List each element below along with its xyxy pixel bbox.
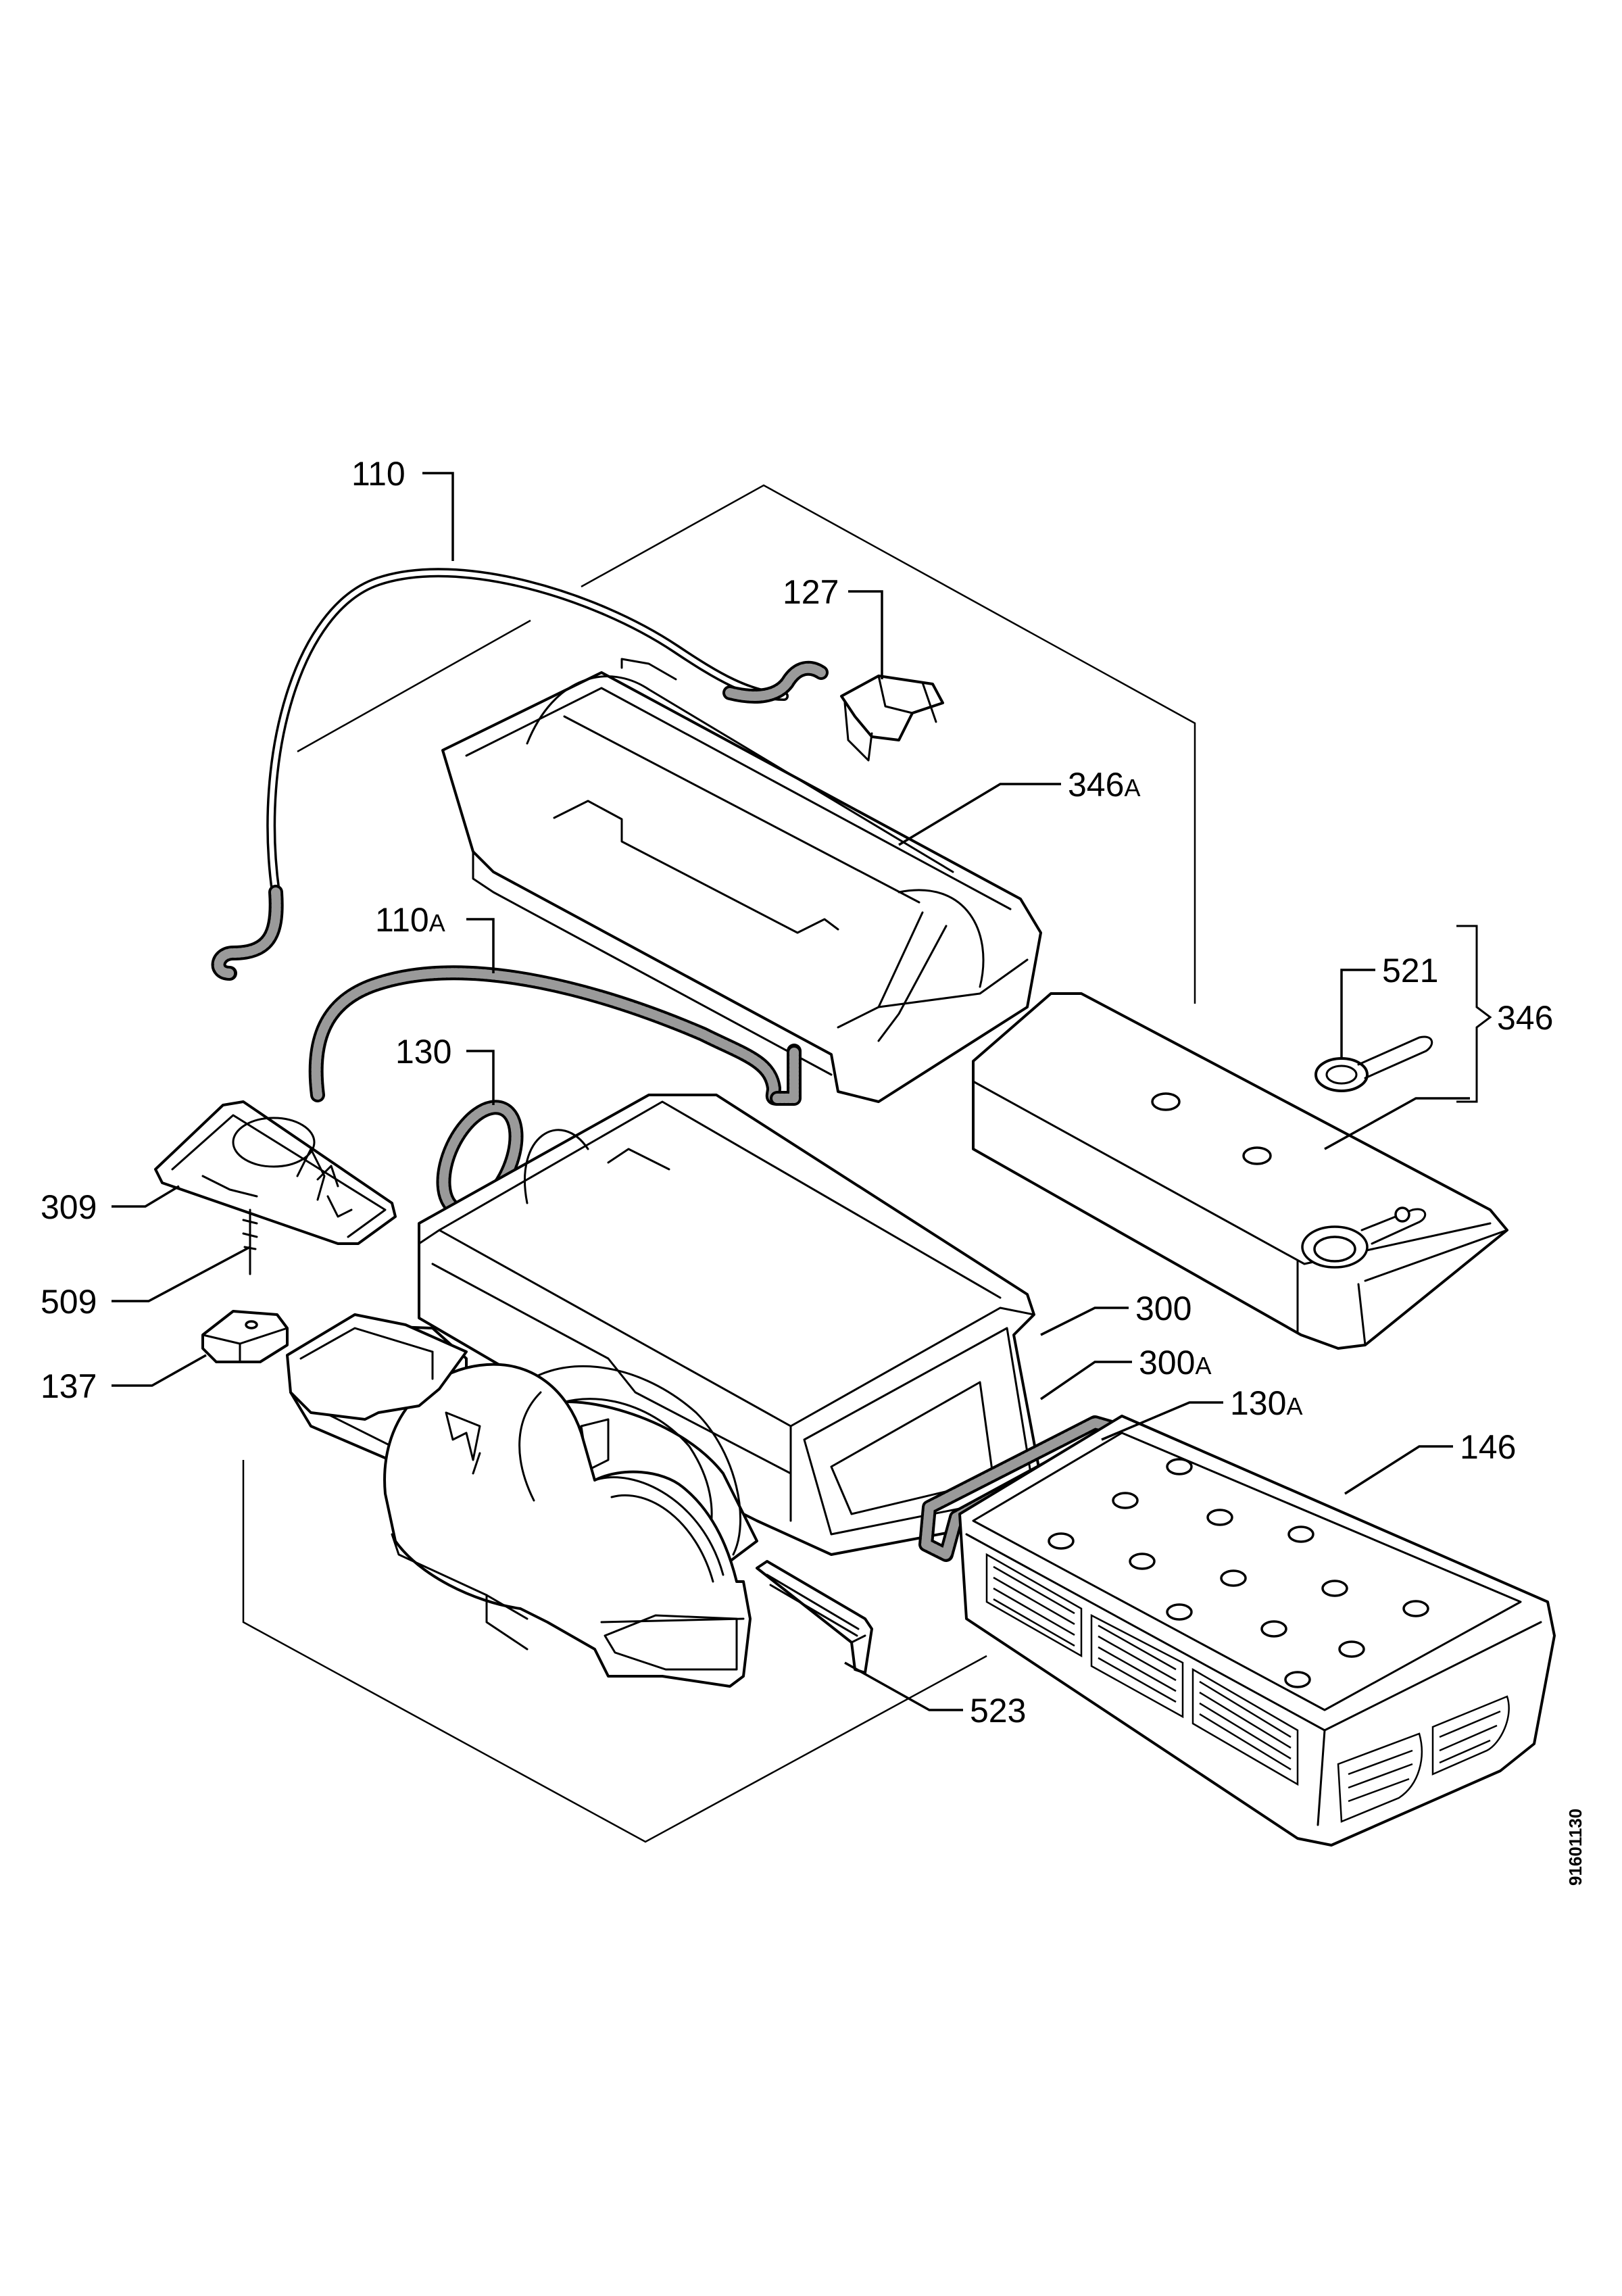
base-tray: [286, 1313, 468, 1421]
callout-346: 346: [1497, 999, 1553, 1037]
grille-lines: [993, 1565, 1501, 1803]
filter-holes: [1048, 1458, 1429, 1688]
water-hose-110: [211, 568, 829, 981]
gasket-130a: [918, 1415, 1126, 1562]
pin-509: [242, 1208, 258, 1275]
cover-plate-309: [154, 1100, 397, 1245]
callout-300: 300: [1135, 1290, 1191, 1327]
callout-523: 523: [970, 1692, 1026, 1730]
leader-lines: [112, 472, 1492, 1711]
plug-521: [1314, 1035, 1433, 1092]
clip-127: [840, 675, 944, 762]
callout-130: 130: [395, 1033, 451, 1071]
upper-assembly-outline: [297, 484, 1196, 1004]
callout-146: 146: [1460, 1428, 1516, 1466]
document-number: 91601130: [1565, 1809, 1586, 1886]
rail-523: [756, 1560, 873, 1674]
filter-146: [958, 1415, 1556, 1847]
callout-346a: 346A: [1068, 766, 1140, 804]
callout-130a: 130A: [1230, 1384, 1302, 1422]
callout-137: 137: [41, 1367, 97, 1405]
callout-110a: 110A: [375, 901, 445, 939]
callout-521: 521: [1382, 952, 1438, 990]
hose-110a: [308, 965, 802, 1106]
callout-509: 509: [41, 1283, 97, 1321]
block-137: [201, 1310, 289, 1363]
callout-110: 110: [351, 455, 406, 493]
callout-labels: 110 127 346A 110A 521 346 130 309 509 30…: [41, 455, 1553, 1730]
water-container-tray-346a: [441, 658, 1042, 1103]
callout-309: 309: [41, 1188, 97, 1226]
lower-assembly-outline: [242, 1460, 987, 1843]
callout-300a: 300A: [1139, 1344, 1211, 1382]
water-container-346: [972, 992, 1508, 1350]
callout-127: 127: [783, 573, 839, 611]
